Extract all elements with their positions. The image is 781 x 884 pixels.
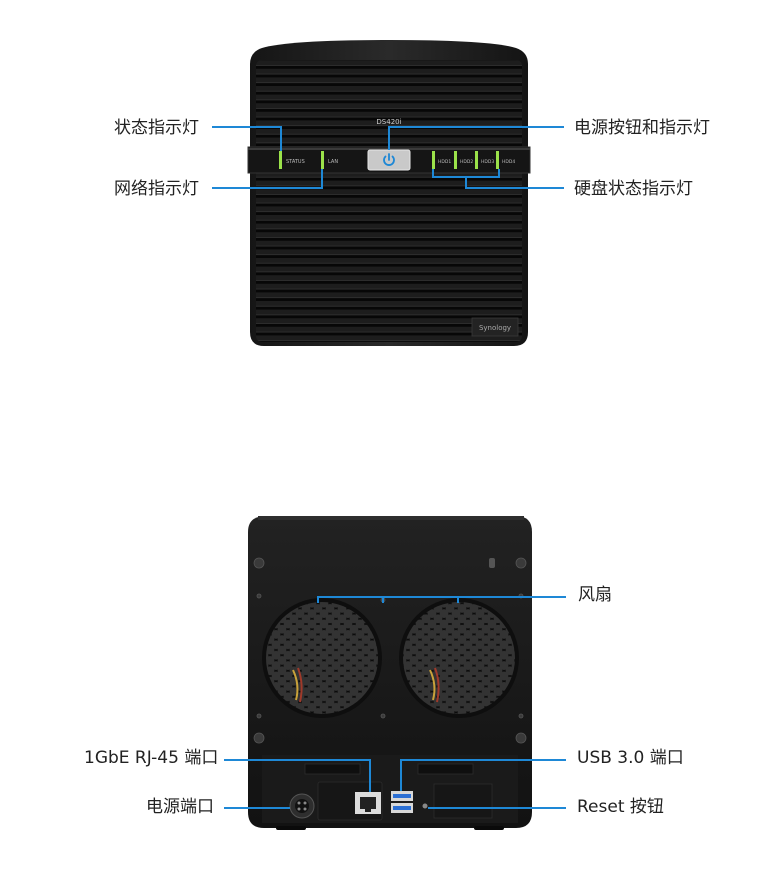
reset-button[interactable] [422,803,428,809]
lan-led [321,151,324,169]
lock-slot [489,558,495,568]
brand-logo: Synology [479,324,511,332]
power-port-label: 电源端口 [146,797,214,817]
lan-led-text: LAN [328,159,338,165]
hdd2-text: HDD2 [460,159,473,165]
fan-label: 风扇 [578,585,612,605]
status-led [279,151,282,169]
power-port[interactable] [289,793,315,819]
front-callout-lines [212,126,564,189]
hdd3-text: HDD3 [481,159,494,165]
front-view: STATUS LAN DS420i HDD1 HDD2 HDD3 HDD4 Sy… [247,40,531,346]
fan-right [399,598,519,718]
fan-left [262,598,382,718]
rj45-port[interactable] [355,792,381,814]
status-led-text: STATUS [286,159,305,165]
model-name: DS420i [376,118,401,126]
power-button-label: 电源按钮和指示灯 [574,118,710,138]
front-grooves [256,60,522,342]
hdd4-text: HDD4 [502,159,515,165]
rj45-port-label: 1GbE RJ-45 端口 [84,748,219,768]
reset-button-label: Reset 按钮 [577,797,664,817]
back-view [248,516,532,830]
usb-port-label: USB 3.0 端口 [577,748,684,768]
hdd-leds: HDD1 HDD2 HDD3 HDD4 [432,151,515,169]
back-callout-lines [224,596,566,809]
lan-indicator-label: 网络指示灯 [114,179,199,199]
usb-ports[interactable] [391,791,413,813]
power-icon [383,153,395,166]
hdd1-text: HDD1 [438,159,451,165]
status-indicator-label: 状态指示灯 [114,118,199,138]
hdd-indicator-label: 硬盘状态指示灯 [574,179,693,199]
